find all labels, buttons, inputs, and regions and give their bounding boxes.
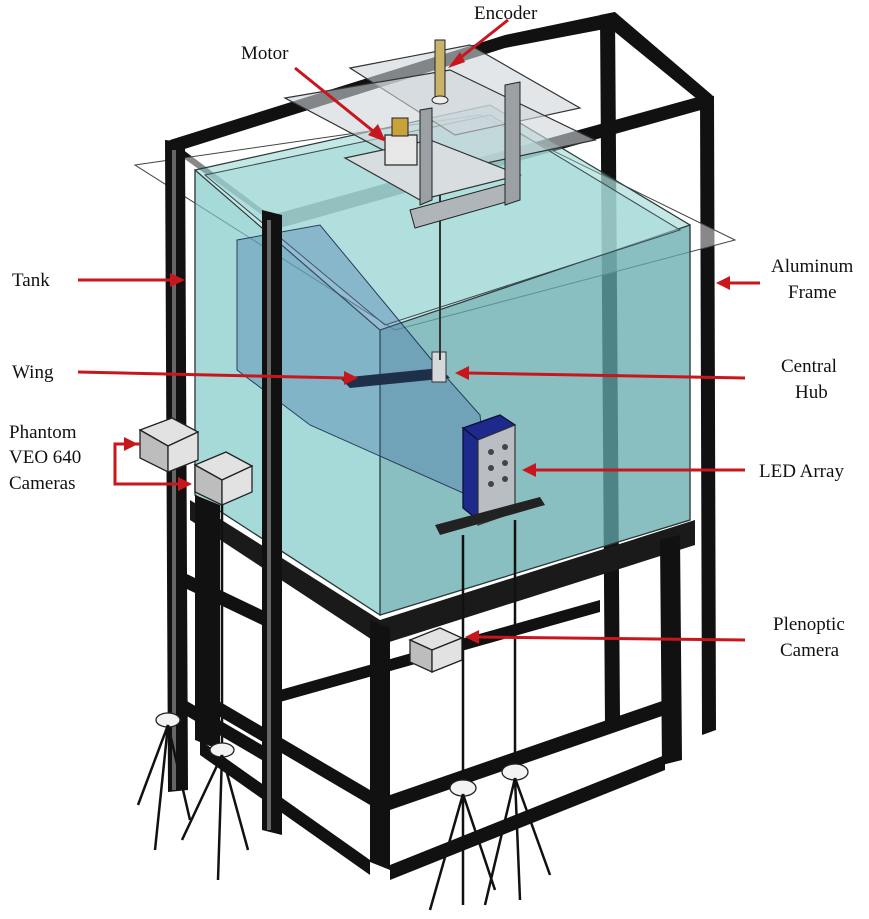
label-aluminum-frame-1: Aluminum: [771, 256, 854, 277]
phantom-camera-lower: [193, 451, 254, 507]
arrow-central-hub: [467, 371, 746, 380]
label-aluminum-frame-2: Frame: [788, 282, 837, 303]
label-phantom-1: Phantom: [9, 422, 77, 443]
label-motor: Motor: [241, 43, 289, 64]
label-central-hub-1: Central: [781, 356, 837, 377]
led-array: [435, 414, 545, 535]
label-plenoptic-2: Camera: [780, 640, 840, 661]
annotation-arrows: [77, 18, 760, 644]
encoder: [431, 39, 449, 105]
arrow-wing: [77, 370, 346, 380]
tripod-1: [136, 712, 192, 851]
label-encoder: Encoder: [474, 3, 538, 24]
labels: Encoder Motor Tank Aluminum Frame Wing C…: [9, 3, 854, 661]
arrow-plenoptic: [477, 635, 746, 642]
tripod-2: [180, 742, 250, 881]
arrow-encoder: [454, 18, 509, 64]
motor: [384, 117, 418, 166]
arrow-motor: [294, 66, 379, 137]
plenoptic-camera: [408, 627, 464, 674]
camera-posts: [168, 472, 517, 780]
label-central-hub-2: Hub: [795, 382, 828, 403]
tripod-4: [483, 763, 552, 906]
label-phantom-2: VEO 640: [9, 447, 81, 468]
label-plenoptic-1: Plenoptic: [773, 614, 845, 635]
tripod-3: [428, 779, 497, 911]
label-tank: Tank: [12, 270, 50, 291]
label-phantom-3: Cameras: [9, 473, 75, 494]
label-wing: Wing: [12, 362, 54, 383]
motor-mount-assembly: [283, 44, 597, 229]
phantom-camera-upper: [138, 417, 200, 474]
label-led-array: LED Array: [759, 461, 844, 482]
